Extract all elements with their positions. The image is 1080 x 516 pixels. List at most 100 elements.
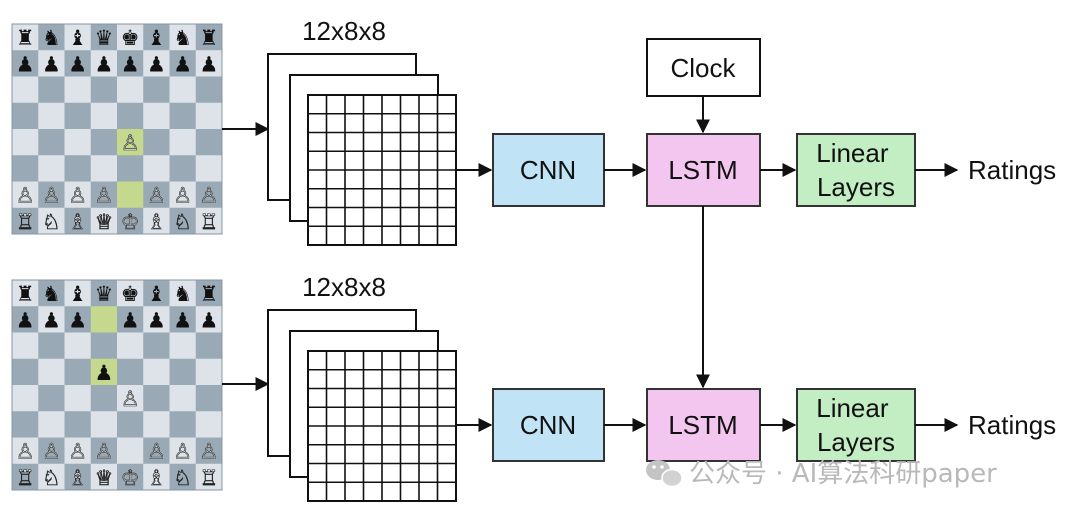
chess-piece-icon: ♞	[42, 26, 61, 50]
board-square	[143, 463, 170, 491]
chess-piece-icon: ♘	[42, 210, 61, 234]
chess-piece-icon: ♙	[68, 184, 87, 208]
chess-piece-icon: ♔	[121, 466, 140, 490]
pipeline-row-2: ♜♞♝♛♚♝♞♜♟♟♟♟♟♟♟♟♙♙♙♙♙♙♙♙♖♘♗♕♔♗♘♖ 12x8x8 …	[11, 272, 1056, 502]
chess-piece-icon: ♜	[16, 282, 35, 306]
chess-piece-icon: ♙	[121, 387, 140, 411]
board-square	[169, 385, 197, 412]
board-square	[64, 437, 92, 465]
board-square	[117, 76, 144, 104]
board-square	[38, 306, 65, 333]
lstm-label: LSTM	[668, 155, 737, 185]
board-square	[38, 50, 65, 77]
board-square	[117, 155, 144, 182]
board-square	[64, 181, 92, 209]
board-square	[117, 181, 144, 209]
board-square	[90, 385, 118, 412]
board-square	[64, 129, 92, 156]
board-square	[195, 181, 223, 209]
chess-piece-icon: ♖	[199, 466, 218, 490]
chess-piece-icon: ♘	[42, 466, 61, 490]
chess-piece-icon: ♟	[16, 308, 35, 332]
cnn-label: CNN	[520, 410, 576, 440]
board-square	[90, 181, 118, 209]
chess-piece-icon: ♙	[147, 440, 166, 464]
linear-layers-label: Linear Layers	[816, 393, 896, 457]
board-square	[38, 76, 65, 104]
linear-layers-box	[796, 388, 916, 462]
chess-piece-icon: ♝	[68, 282, 87, 306]
linear-label-line2: Layers	[817, 172, 895, 202]
board-square	[117, 50, 144, 77]
board-square	[64, 280, 92, 307]
chess-piece-icon: ♟	[199, 308, 218, 332]
chess-piece-icon: ♟	[16, 52, 35, 76]
board-square	[12, 50, 39, 77]
chess-piece-icon: ♚	[121, 26, 140, 50]
chess-piece-icon: ♙	[16, 440, 35, 464]
board-square	[143, 24, 170, 51]
board-square	[117, 385, 144, 412]
board-square	[143, 358, 170, 386]
board-square	[169, 437, 197, 465]
chess-piece-icon: ♙	[94, 440, 113, 464]
chess-piece-icon: ♘	[173, 466, 192, 490]
chess-piece-icon: ♟	[94, 52, 113, 76]
board-square	[195, 437, 223, 465]
board-square	[90, 280, 118, 307]
chess-piece-icon: ♞	[42, 282, 61, 306]
chess-piece-icon: ♜	[16, 26, 35, 50]
lstm-box	[646, 133, 761, 207]
board-square	[143, 50, 170, 77]
board-square	[64, 207, 92, 235]
board-square	[38, 129, 65, 156]
wechat-icon	[646, 460, 683, 488]
board-square	[195, 385, 223, 412]
chess-piece-icon: ♗	[68, 210, 87, 234]
chess-piece-icon: ♟	[173, 308, 192, 332]
board-square	[169, 50, 197, 77]
watermark-text: 公众号 · AI算法科研paper	[689, 459, 997, 489]
board-square	[38, 332, 65, 360]
board-square	[12, 306, 39, 333]
board-square	[117, 358, 144, 386]
board-square	[143, 332, 170, 360]
chess-piece-icon: ♙	[121, 131, 140, 155]
board-square	[38, 437, 65, 465]
chess-piece-icon: ♝	[147, 26, 166, 50]
board-square	[12, 155, 39, 182]
board-square	[169, 358, 197, 386]
chess-piece-icon: ♗	[68, 466, 87, 490]
board-square	[117, 437, 144, 465]
board-square	[38, 358, 65, 386]
board-square	[195, 24, 223, 51]
board-square	[64, 463, 92, 491]
board-square	[117, 306, 144, 333]
board-square	[169, 280, 197, 307]
chess-piece-icon: ♜	[199, 26, 218, 50]
chess-piece-icon: ♙	[68, 440, 87, 464]
chess-piece-icon: ♙	[173, 184, 192, 208]
board-square	[169, 332, 197, 360]
output-ratings-label: Ratings	[968, 410, 1056, 440]
board-square	[169, 463, 197, 491]
chess-piece-icon: ♔	[121, 210, 140, 234]
chess-piece-icon: ♙	[42, 440, 61, 464]
board-square	[195, 358, 223, 386]
linear-layers-label: Linear Layers	[816, 138, 896, 202]
tensor-grid	[307, 94, 457, 246]
board-square	[38, 411, 65, 438]
board-square	[169, 306, 197, 333]
board-square	[38, 280, 65, 307]
board-square	[117, 463, 144, 491]
board-square	[143, 207, 170, 235]
board-square	[12, 437, 39, 465]
board-square	[195, 411, 223, 438]
board-square	[64, 24, 92, 51]
board-square	[12, 358, 39, 386]
board-square	[117, 411, 144, 438]
cnn-box	[492, 133, 605, 207]
board-square	[38, 181, 65, 209]
chess-piece-icon: ♟	[68, 308, 87, 332]
